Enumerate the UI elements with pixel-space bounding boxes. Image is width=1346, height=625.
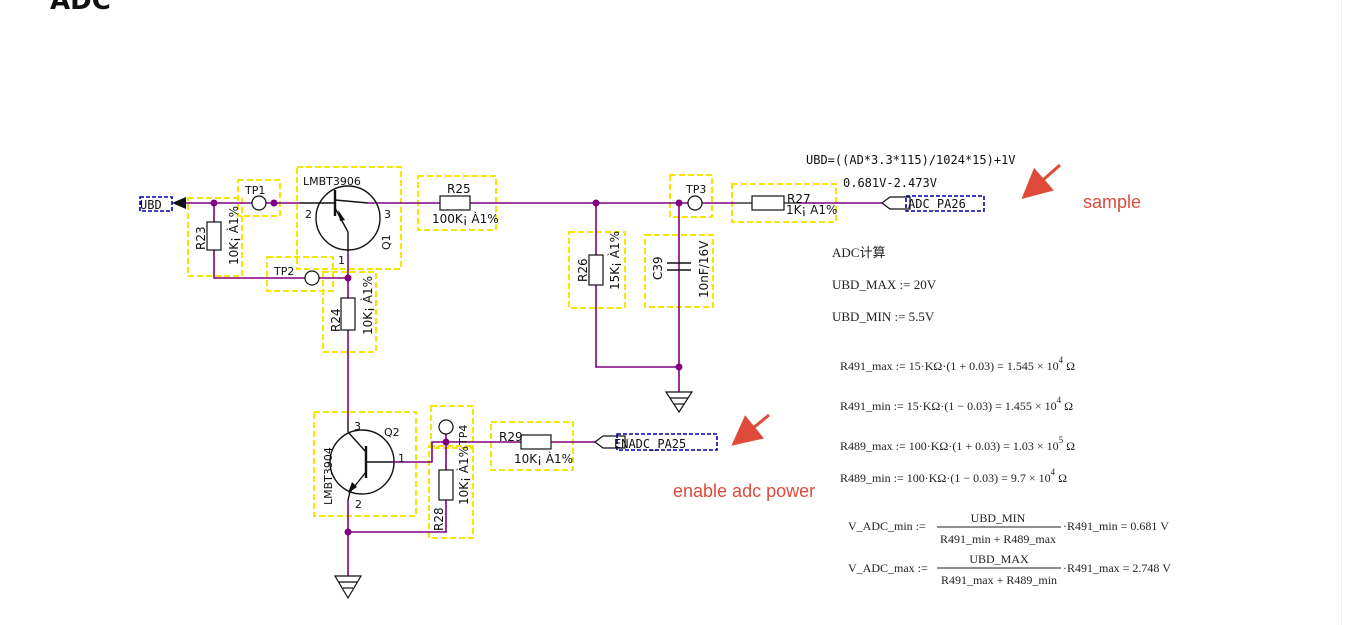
- q2-box: [313, 411, 417, 517]
- tp3-label: TP3: [685, 183, 706, 196]
- q2-symbol: [329, 420, 395, 501]
- vmax-denominator: R491_max + R489_min: [941, 573, 1057, 587]
- tp3-box: [669, 174, 713, 218]
- ground-symbol-1: [664, 391, 694, 414]
- r489-max-calc: R489_max := 100·KΩ·(1 + 0.03) = 1.03 × 1…: [840, 435, 1075, 453]
- r23-value: 10K¡ À1%: [226, 206, 241, 265]
- r26-box: [568, 231, 626, 309]
- r26-ref: R26: [576, 258, 590, 282]
- vmin-lhs: V_ADC_min :=: [848, 519, 926, 533]
- r28-symbol: [438, 469, 454, 501]
- r23-ref: R23: [194, 226, 208, 250]
- vmin-numerator: UBD_MIN: [971, 511, 1026, 525]
- vmin-denominator: R491_min + R489_max: [940, 532, 1056, 546]
- q2-pin-2: 2: [355, 498, 362, 511]
- page-edge-divider: [1341, 0, 1342, 625]
- r24-value: 10K¡ À1%: [360, 276, 375, 335]
- r25-symbol: [439, 195, 471, 211]
- r23-box: [187, 197, 243, 277]
- sample-annotation: sample: [1083, 192, 1141, 212]
- enable-annotation: enable adc power: [673, 481, 815, 501]
- voltage-range: 0.681V-2.473V: [843, 176, 937, 190]
- wire-r28: [348, 431, 447, 533]
- ubd-formula: UBD=((AD*3.3*115)/1024*15)+1V: [806, 153, 1016, 167]
- r26-value: 15K¡ À1%: [607, 231, 622, 290]
- ground-symbol-2: [333, 575, 363, 600]
- vmax-result: ·R491_max = 2.748 V: [1063, 561, 1171, 575]
- r25-value: 100K¡ À1%: [432, 211, 499, 226]
- page-title: ADC: [50, 0, 111, 16]
- r27-value: 1K¡ À1%: [786, 202, 837, 217]
- r27-symbol: [751, 195, 785, 211]
- r24-ref: R24: [329, 308, 343, 332]
- c39-symbol: [667, 262, 691, 271]
- junctions: [210, 199, 683, 536]
- tp2-label: TP2: [273, 265, 294, 278]
- q1-ref: Q1: [380, 234, 393, 250]
- enable-arrow-icon: [731, 413, 770, 446]
- adc-calculation: ADC计算 UBD_MAX := 20V UBD_MIN := 5.5V R49…: [832, 245, 1171, 587]
- r28-box: [428, 445, 474, 539]
- r28-ref: R28: [432, 507, 446, 531]
- q2-pin-3: 3: [354, 420, 361, 433]
- r29-box: [490, 421, 574, 471]
- ubd-net-label: UBD: [140, 198, 162, 212]
- r489-min-calc: R489_min := 100·KΩ·(1 − 0.03) = 9.7 × 10…: [840, 467, 1067, 485]
- r491-max-calc: R491_max := 15·KΩ·(1 + 0.03) = 1.545 × 1…: [840, 355, 1075, 373]
- r23-symbol: [206, 221, 222, 251]
- ubd-min-def: UBD_MIN := 5.5V: [832, 309, 935, 324]
- r24-box: [322, 271, 377, 353]
- adc-port: ADC_PA26: [881, 195, 985, 212]
- adc-net-label: ADC_PA26: [908, 197, 966, 211]
- tp2-box: [266, 256, 334, 292]
- tp4-label: TP4: [457, 425, 470, 446]
- r25-ref: R25: [447, 182, 471, 196]
- test-point-circles: [251, 195, 703, 435]
- r24-symbol: [340, 297, 356, 331]
- vmin-result: ·R491_min = 0.681 V: [1063, 519, 1169, 533]
- q1-pin-1: 1: [338, 254, 345, 267]
- tp1-label: TP1: [244, 184, 265, 197]
- q2-pin-1: 1: [398, 452, 405, 465]
- q1-box: [296, 166, 402, 270]
- tp4-box: [430, 405, 474, 449]
- calc-heading: ADC计算: [832, 245, 885, 260]
- wires: [186, 202, 882, 576]
- ubd-port: UBD: [139, 196, 186, 212]
- q1-pin-2: 2: [305, 208, 312, 221]
- r29-symbol: [520, 434, 552, 450]
- r27-ref: R27: [787, 192, 811, 206]
- c39-value: 10nF/16V: [697, 240, 711, 298]
- c39-ref: C39: [651, 256, 665, 280]
- q1-pin-3: 3: [384, 208, 391, 221]
- q2-part: LMBT3904: [322, 447, 335, 505]
- sample-arrow-icon: [1021, 163, 1061, 199]
- vmax-lhs: V_ADC_max :=: [848, 561, 928, 575]
- q1-symbol: [300, 185, 381, 252]
- q1-part: LMBT3906: [303, 175, 361, 188]
- vmax-numerator: UBD_MAX: [969, 552, 1029, 566]
- r491-min-calc: R491_min := 15·KΩ·(1 − 0.03) = 1.455 × 1…: [840, 395, 1073, 413]
- r28-value: 10K¡ À1%: [456, 446, 471, 505]
- wire-q2-base: [392, 441, 600, 463]
- q2-ref: Q2: [384, 426, 400, 439]
- r29-ref: R29: [499, 430, 523, 444]
- r29-value: 10K¡ À1%: [514, 451, 573, 466]
- enadc-port: ENADC_PA25: [594, 433, 718, 451]
- ubd-max-def: UBD_MAX := 20V: [832, 277, 937, 292]
- enadc-net-label: ENADC_PA25: [614, 437, 686, 451]
- r26-symbol: [588, 254, 604, 286]
